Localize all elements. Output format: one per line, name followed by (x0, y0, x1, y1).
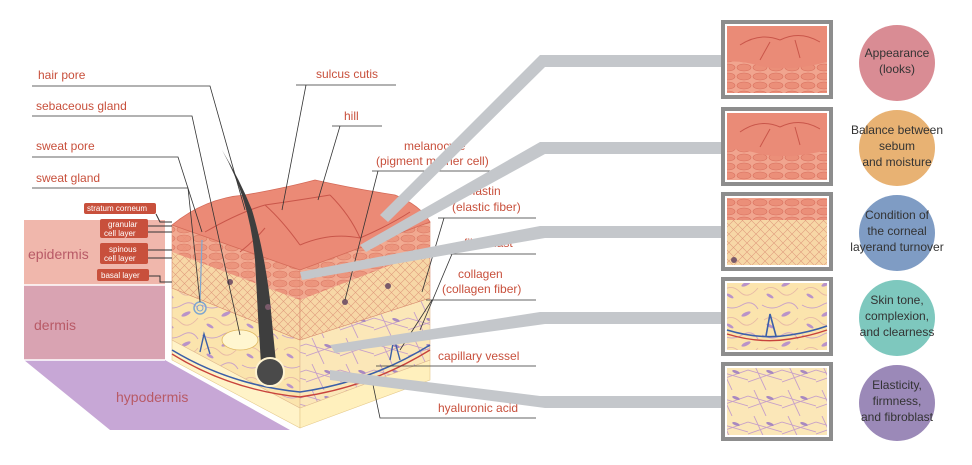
function-circle-2 (859, 110, 935, 186)
function-4-line3: and clearness (860, 325, 935, 339)
function-5-line1: Elasticity, (872, 378, 922, 392)
elastin-label-line2: (elastic fiber) (452, 200, 521, 214)
thumbnail-panels (721, 20, 833, 441)
thumbnail-corneal (721, 192, 833, 271)
function-2-line2: sebum (879, 139, 915, 153)
function-corneal: Condition of the corneal layerand turnov… (850, 195, 944, 271)
function-2-line1: Balance between (851, 123, 943, 137)
hypodermis-label: hypodermis (116, 389, 188, 405)
stratum-corneum-tag: stratum corneum (87, 204, 147, 213)
dermis-band (24, 285, 165, 360)
hill-label: hill (344, 109, 359, 123)
sweat-gland-label: sweat gland (36, 171, 100, 185)
granular-tag-line1: granular (108, 220, 138, 229)
spinous-tag-line2: cell layer (104, 254, 136, 263)
function-skin-tone: Skin tone, complexion, and clearness (859, 280, 935, 356)
hair-shaft (222, 150, 278, 380)
basal-tag: basal layer (101, 271, 140, 280)
function-4-line1: Skin tone, (870, 293, 923, 307)
left-labels: hair pore sebaceous gland sweat pore swe… (32, 68, 246, 336)
function-5-line3: and fibroblast (861, 410, 934, 424)
function-sebum: Balance between sebum and moisture (851, 110, 943, 186)
function-1-line1: Appearance (865, 46, 930, 60)
melanocyte-label-line2: (pigment mother cell) (376, 154, 489, 168)
collagen-label-line1: collagen (458, 267, 503, 281)
thumbnail-appearance (721, 20, 833, 99)
function-circle-3 (859, 195, 935, 271)
skin-surface (171, 179, 431, 271)
function-1-line2: (looks) (879, 62, 915, 76)
hair-pore-label: hair pore (38, 68, 86, 82)
function-2-line3: and moisture (862, 155, 932, 169)
function-appearance: Appearance (looks) (859, 25, 935, 101)
epidermis-label: epidermis (28, 246, 89, 262)
thumbnail-sebum (721, 107, 833, 186)
spinous-tag-line1: spinous (109, 245, 137, 254)
function-circle-5 (859, 365, 935, 441)
capillary-vessel-label: capillary vessel (438, 349, 519, 363)
sulcus-cutis-label: sulcus cutis (316, 67, 378, 81)
dermis-label: dermis (34, 317, 76, 333)
thumbnail-elasticity (721, 362, 833, 441)
function-elasticity: Elasticity, firmness, and fibroblast (859, 365, 935, 441)
layer-bands: epidermis dermis hypodermis (24, 220, 290, 430)
function-3-line2: the corneal (867, 224, 926, 238)
collagen-label-line2: (collagen fiber) (442, 282, 521, 296)
function-5-line2: firmness, (873, 394, 922, 408)
epidermis-layer-tags: stratum corneum granular cell layer spin… (84, 203, 172, 283)
function-3-line1: Condition of (865, 208, 930, 222)
function-circle-4 (859, 280, 935, 356)
thumbnail-skin-tone (721, 277, 833, 356)
function-circles: Appearance (looks) Balance between sebum… (850, 25, 944, 441)
function-3-line3: layerand turnover (850, 240, 943, 254)
sweat-pore-label: sweat pore (36, 139, 95, 153)
hyaluronic-acid-label: hyaluronic acid (438, 401, 518, 415)
function-circle-1 (859, 25, 935, 101)
granular-tag-line2: cell layer (104, 229, 136, 238)
skin-block (171, 150, 431, 429)
sebaceous-gland-label: sebaceous gland (36, 99, 127, 113)
hypodermis-band (24, 360, 290, 430)
function-4-line2: complexion, (865, 309, 929, 323)
callout-connectors (300, 55, 725, 408)
